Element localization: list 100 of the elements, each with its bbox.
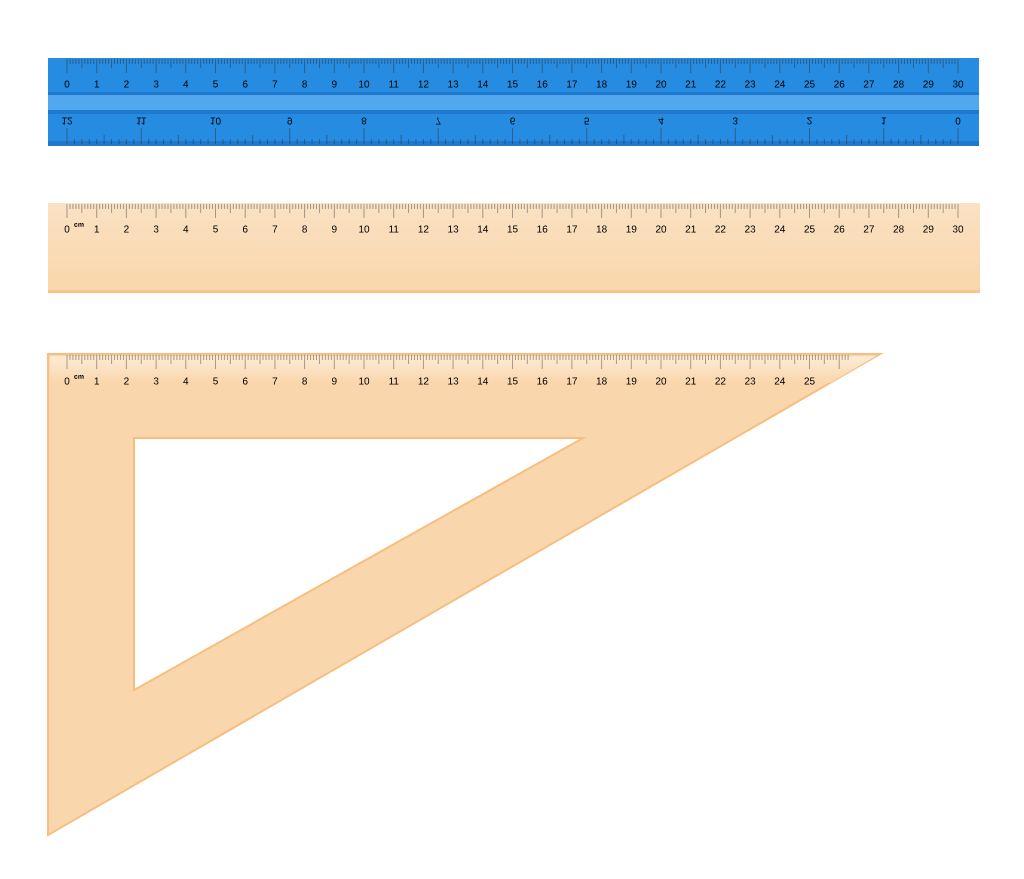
scale-number: 1: [94, 377, 99, 385]
scale-number: 27: [863, 225, 874, 233]
scale-number: 11: [389, 225, 399, 233]
scale-number: 12: [62, 117, 73, 125]
scale-number: 6: [242, 225, 248, 233]
scale-number: 14: [478, 225, 489, 233]
scale-number: 10: [359, 377, 370, 385]
scale-number: 17: [567, 80, 577, 88]
scale-number: 20: [655, 225, 667, 233]
scale-number: 10: [359, 80, 370, 88]
scale-number: 8: [302, 80, 307, 88]
scale-number: 7: [272, 225, 278, 233]
scale-number: 7: [436, 117, 441, 125]
scale-number: 20: [655, 377, 667, 385]
scale-number: 15: [507, 225, 518, 233]
scale-number: 3: [153, 80, 159, 88]
scale-number: 4: [183, 377, 189, 385]
scale-number: 1: [881, 117, 887, 125]
scale-number: 10: [359, 225, 370, 233]
scale-number: 8: [302, 377, 307, 385]
scale-number: 3: [153, 225, 159, 233]
scale-number: 0: [955, 117, 961, 125]
scale-number: 16: [537, 377, 548, 385]
scale-number: 13: [448, 225, 459, 233]
scale-number: 7: [272, 377, 278, 385]
scale-number: 18: [596, 377, 607, 385]
scale-number: 25: [804, 377, 815, 385]
scale-number: 21: [685, 80, 696, 88]
scale-number: 30: [952, 80, 964, 88]
scale-number: 19: [626, 225, 637, 233]
scale-number: 23: [745, 377, 756, 385]
scale-number: 8: [361, 117, 367, 125]
scale-number: 6: [510, 117, 515, 125]
scale-number: 16: [537, 80, 548, 88]
scale-number: 28: [893, 225, 904, 233]
scale-number: 11: [389, 80, 399, 88]
scale-number: 14: [478, 80, 489, 88]
scale-number: 22: [715, 225, 726, 233]
scale-number: 5: [584, 117, 590, 125]
scale-number: 15: [507, 80, 518, 88]
scale-number: 11: [136, 117, 146, 125]
scale-number: 1: [94, 225, 99, 233]
scale-number: 9: [332, 377, 337, 385]
scale-number: 26: [834, 80, 845, 88]
scale-number: 4: [183, 80, 189, 88]
scale-number: 2: [807, 117, 812, 125]
scale-number: 9: [287, 117, 293, 125]
scale-number: 25: [804, 225, 815, 233]
scale-number: 5: [213, 377, 218, 385]
scale-number: 13: [448, 377, 459, 385]
scale-number: 15: [507, 377, 518, 385]
scale-number: 24: [774, 80, 786, 88]
scale-number: 1: [94, 80, 99, 88]
scale-number: 23: [745, 225, 756, 233]
scale-number: 9: [332, 80, 337, 88]
scale-number: 0: [64, 377, 70, 385]
scale-number: 0: [64, 225, 70, 233]
scale-number: 2: [124, 225, 129, 233]
scale-number: 19: [626, 377, 637, 385]
scale-number: 24: [774, 225, 786, 233]
scale-number: 29: [923, 225, 934, 233]
scale-number: 2: [124, 377, 129, 385]
scale-number: 7: [272, 80, 278, 88]
scale-number: 27: [863, 80, 874, 88]
scale-number: 5: [213, 225, 218, 233]
scale-number: 0: [64, 80, 70, 88]
scale-number: 12: [418, 225, 429, 233]
scale-number: 25: [804, 80, 815, 88]
scale-number: 14: [478, 377, 489, 385]
scale-number: 17: [567, 225, 577, 233]
scale-number: 18: [596, 225, 607, 233]
scale-number: 24: [774, 377, 786, 385]
scale-number: 29: [923, 80, 934, 88]
scale-number: 12: [418, 377, 429, 385]
scale-number: 3: [153, 377, 159, 385]
scale-number: 22: [715, 80, 726, 88]
scale-number: 19: [626, 80, 637, 88]
scale-number: 28: [893, 80, 904, 88]
scale-number: 30: [952, 225, 964, 233]
scale-number: 4: [658, 117, 664, 125]
scale-number: 12: [418, 80, 429, 88]
scale-number: 9: [332, 225, 337, 233]
scale-number: 26: [834, 225, 845, 233]
scale-number: 17: [567, 377, 577, 385]
scale-number: 23: [745, 80, 756, 88]
scale-number: 3: [732, 117, 738, 125]
scale-number: 11: [389, 377, 399, 385]
scale-number: 6: [242, 377, 248, 385]
scale-number: 13: [448, 80, 459, 88]
scale-number: 16: [537, 225, 548, 233]
scale-number: 2: [124, 80, 129, 88]
scale-number: 5: [213, 80, 218, 88]
scale-number: 18: [596, 80, 607, 88]
scale-number: 6: [242, 80, 248, 88]
scale-number: 10: [210, 117, 221, 125]
scale-number: 21: [685, 377, 696, 385]
scale-number: 8: [302, 225, 307, 233]
scale-number: 20: [655, 80, 667, 88]
scale-number: 22: [715, 377, 726, 385]
scale-number: 4: [183, 225, 189, 233]
